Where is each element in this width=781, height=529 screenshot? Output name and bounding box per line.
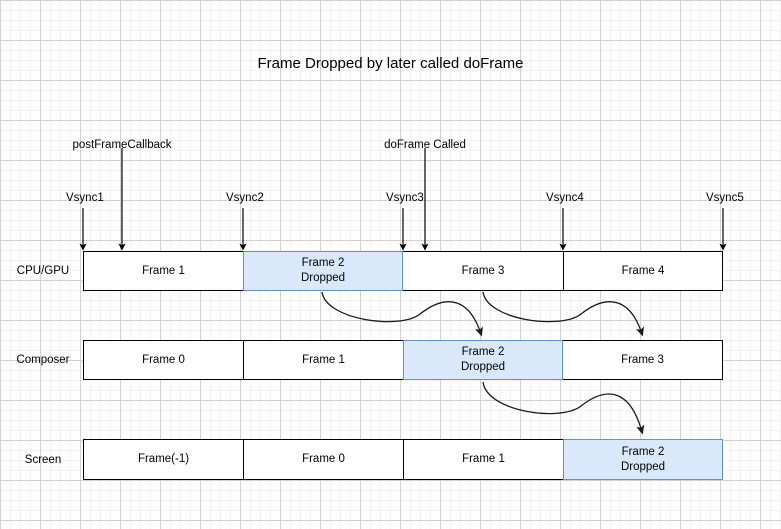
timeline-cell-cpu-frame-4[interactable]: Frame 4 bbox=[563, 251, 723, 291]
timeline-cell-screen-frame-1[interactable]: Frame 1 bbox=[403, 439, 563, 480]
cell-line: Frame 2 bbox=[461, 346, 505, 358]
cell-line: Frame 0 bbox=[142, 353, 185, 366]
annotation-postframecallback: postFrameCallback bbox=[72, 139, 172, 151]
timeline-row-cpu-gpu: Frame 1 Frame 2 Dropped Frame 3 Frame 4 bbox=[83, 251, 723, 291]
timeline-cell-cpu-frame-2-dropped[interactable]: Frame 2 Dropped bbox=[243, 251, 403, 291]
connector-composer-frame2-to-screen-frame2 bbox=[482, 381, 645, 435]
cell-line: Frame 1 bbox=[302, 353, 345, 366]
timeline-cell-screen-frame-0[interactable]: Frame 0 bbox=[243, 439, 403, 480]
cell-line: Frame 2 bbox=[621, 445, 665, 458]
timeline-cell-screen-frame-minus-1[interactable]: Frame(-1) bbox=[83, 439, 243, 480]
connector-cpu-frame3-to-composer-frame3 bbox=[482, 291, 644, 337]
cell-line: Frame 2 bbox=[301, 257, 345, 269]
connector-cpu-frame2-to-composer-frame2 bbox=[321, 291, 483, 337]
vsync-label-5: Vsync5 bbox=[706, 192, 744, 204]
timeline-cell-composer-frame-1[interactable]: Frame 1 bbox=[243, 340, 403, 380]
cell-line: Frame 3 bbox=[461, 264, 505, 277]
row-label-screen: Screen bbox=[24, 454, 62, 466]
cell-line: Frame 3 bbox=[621, 353, 664, 366]
row-label-cpu-gpu: CPU/GPU bbox=[16, 265, 70, 277]
row-label-composer: Composer bbox=[16, 354, 70, 366]
vsync-label-1: Vsync1 bbox=[66, 192, 104, 204]
timeline-cell-composer-frame-0[interactable]: Frame 0 bbox=[83, 340, 243, 380]
timeline-cell-screen-frame-2-dropped[interactable]: Frame 2 Dropped bbox=[563, 439, 723, 480]
vsync-label-4: Vsync4 bbox=[546, 192, 584, 204]
cell-line: Dropped bbox=[460, 361, 506, 373]
cell-line: Dropped bbox=[300, 272, 346, 284]
timeline-row-composer: Frame 0 Frame 1 Frame 2 Dropped Frame 3 bbox=[83, 340, 723, 380]
annotation-doframe-called: doFrame Called bbox=[384, 139, 466, 151]
timeline-cell-composer-frame-2-dropped[interactable]: Frame 2 Dropped bbox=[403, 340, 563, 380]
cell-line: Frame 1 bbox=[462, 453, 505, 465]
page-title: Frame Dropped by later called doFrame bbox=[257, 55, 524, 72]
cell-line: Frame 1 bbox=[142, 264, 185, 277]
vsync-arrow-group bbox=[79, 208, 727, 251]
cell-line: Frame 4 bbox=[621, 264, 665, 277]
timeline-cell-cpu-frame-1[interactable]: Frame 1 bbox=[83, 251, 243, 291]
annotation-arrow-group bbox=[118, 148, 429, 251]
timeline-row-screen: Frame(-1) Frame 0 Frame 1 Frame 2 Droppe… bbox=[83, 439, 723, 480]
cell-line: Dropped bbox=[620, 460, 666, 473]
vsync-label-3: Vsync3 bbox=[386, 192, 424, 204]
timeline-cell-composer-frame-3[interactable]: Frame 3 bbox=[563, 340, 723, 380]
cell-line: Frame(-1) bbox=[137, 453, 190, 465]
cell-line: Frame 0 bbox=[302, 453, 345, 465]
timeline-cell-cpu-frame-3[interactable]: Frame 3 bbox=[403, 251, 563, 291]
vsync-label-2: Vsync2 bbox=[226, 192, 264, 204]
